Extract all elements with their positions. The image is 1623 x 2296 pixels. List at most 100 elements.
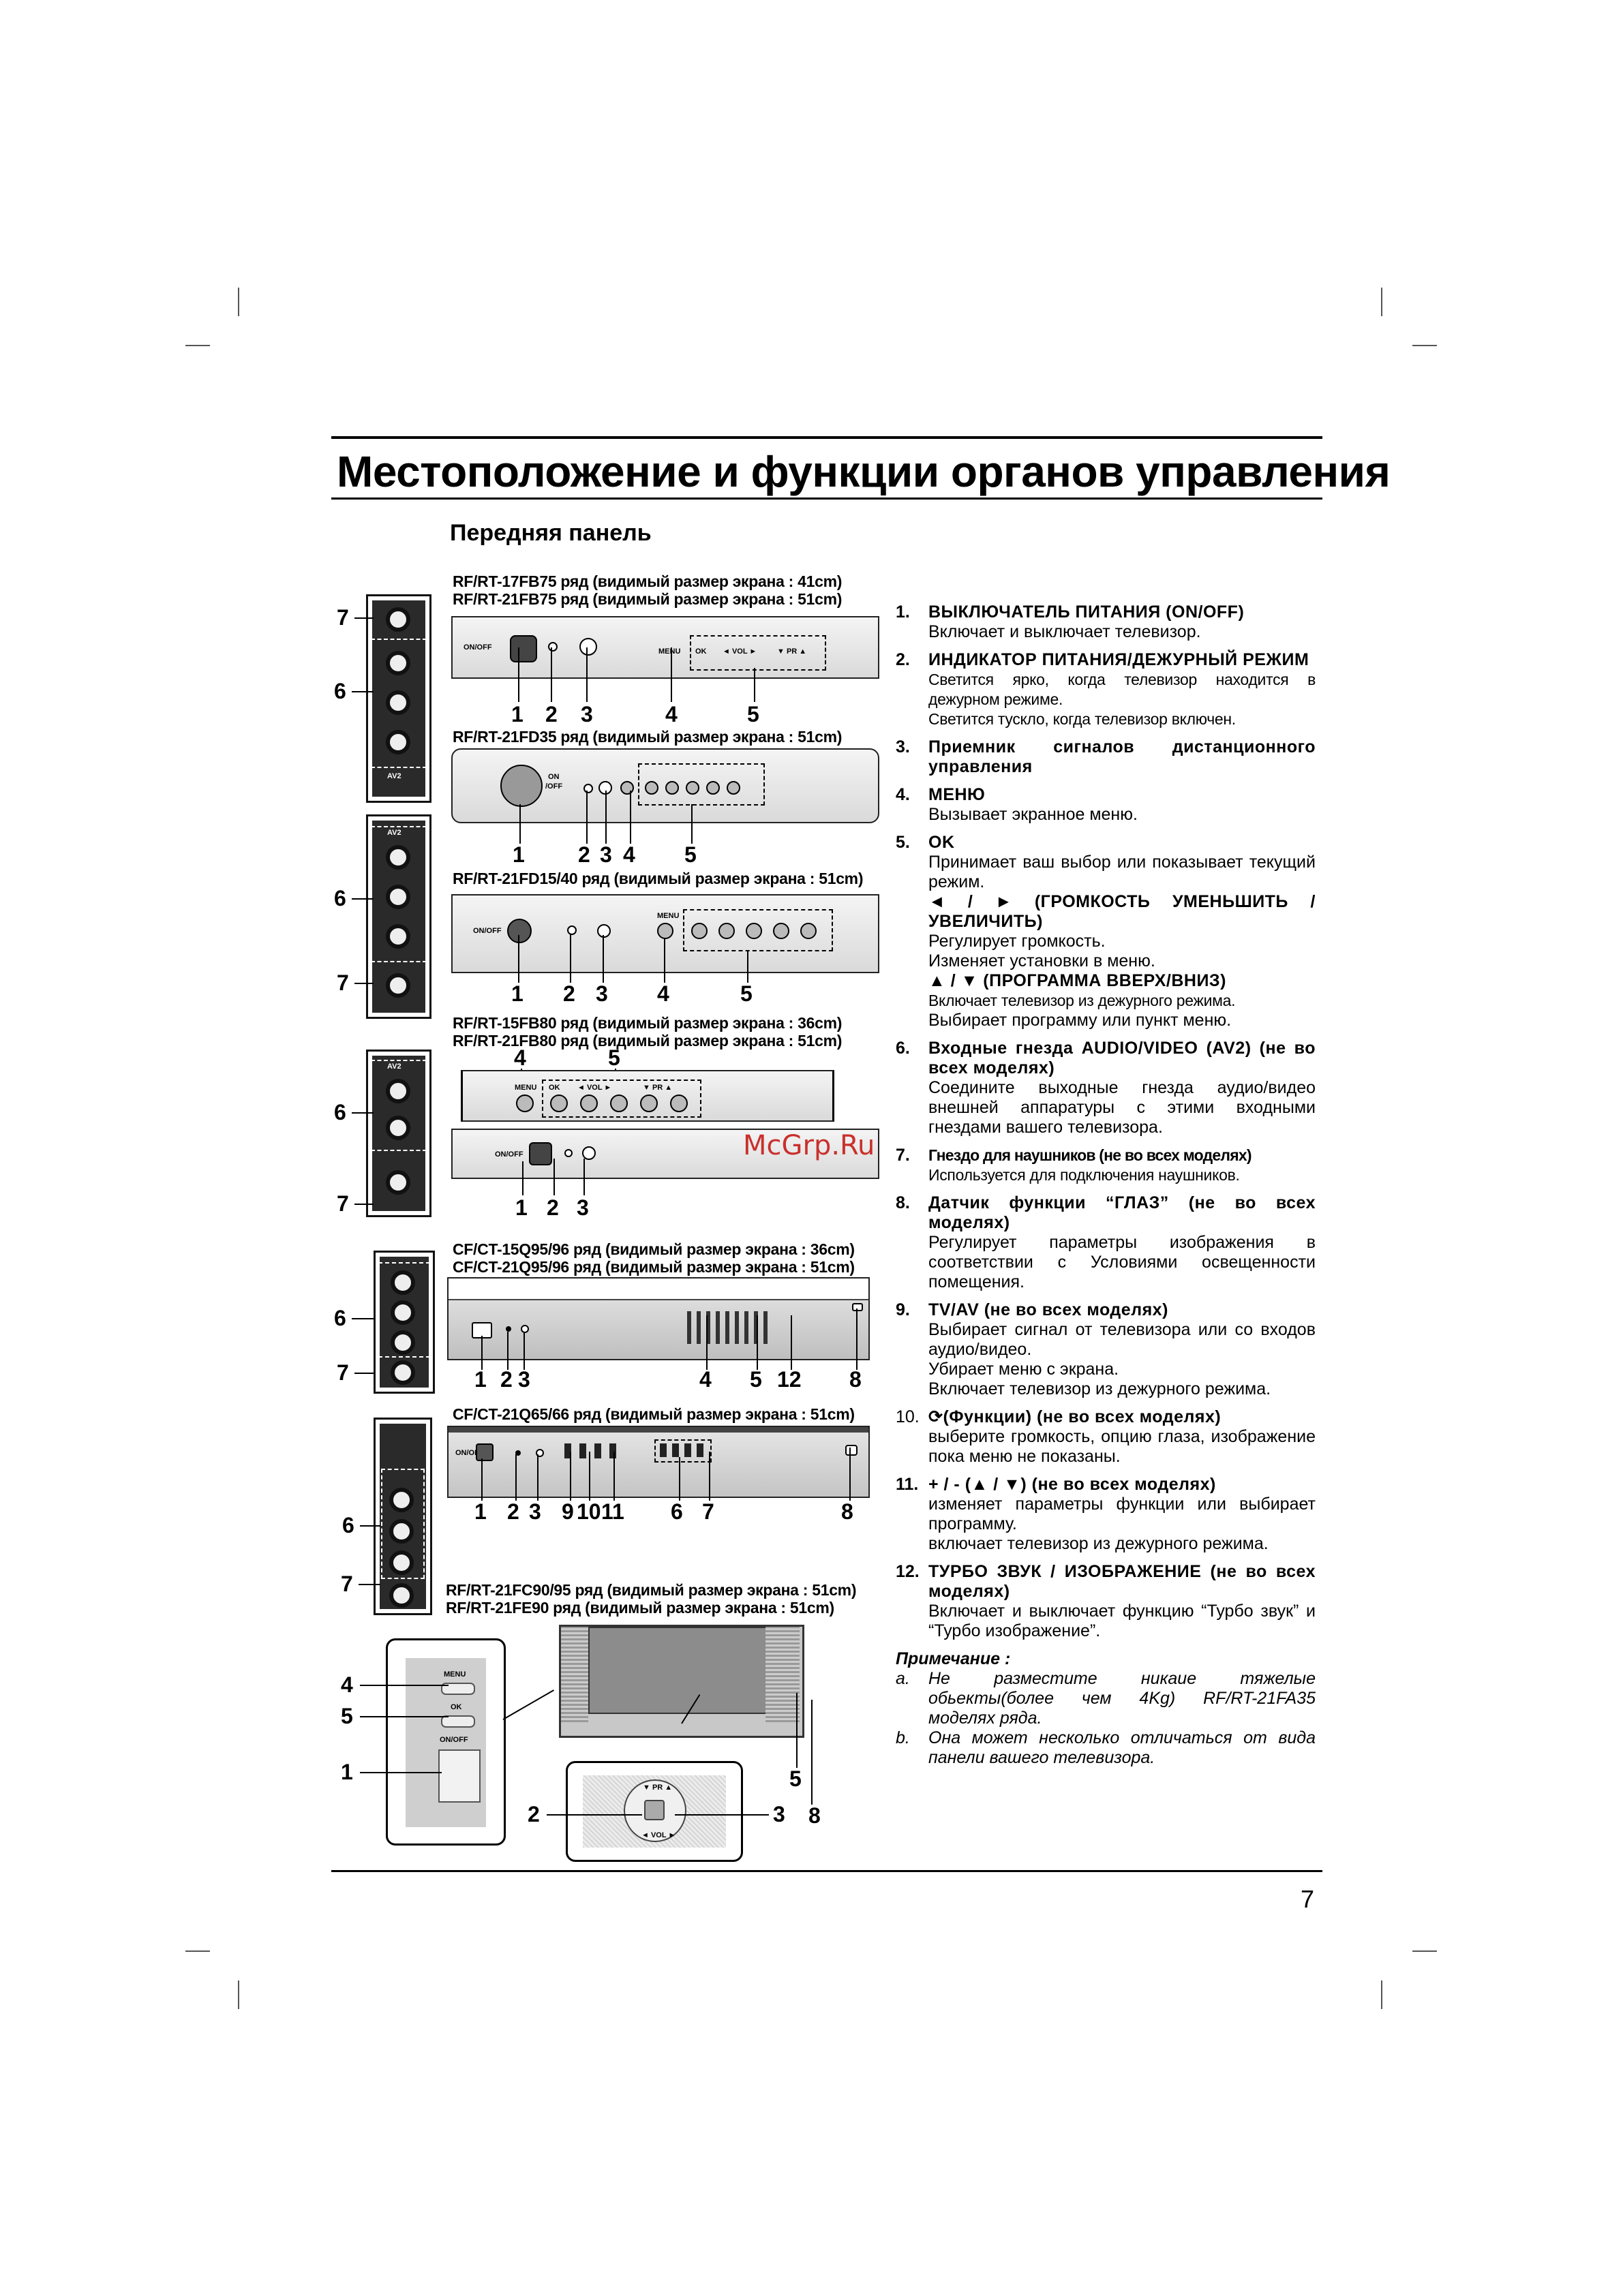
crop-mark <box>1381 1980 1382 2009</box>
power-button[interactable] <box>510 635 537 662</box>
power-button[interactable] <box>476 1443 494 1461</box>
control-pad-zoom: ▼ PR ▲ ◄ VOL ► <box>566 1761 743 1862</box>
pr-down-button[interactable] <box>773 923 789 939</box>
item-desc: изменяет параметры функции или выбирает … <box>928 1495 1316 1533</box>
remote-sensor <box>579 638 597 656</box>
leader-line <box>675 1814 769 1816</box>
front-panel-cf15q95 <box>447 1277 870 1360</box>
item-heading: Датчик функции “ГЛАЗ” (не во всех моделя… <box>928 1193 1316 1232</box>
audio-jack-r <box>386 690 410 715</box>
item-heading: МЕНЮ <box>928 785 986 804</box>
av-jack-group <box>381 1469 425 1579</box>
callout-10: 10 <box>577 1499 601 1524</box>
pr-down-button[interactable] <box>706 781 720 795</box>
vol-up-button[interactable] <box>746 923 762 939</box>
pr-up-button[interactable] <box>727 781 740 795</box>
control-buttons[interactable] <box>660 1443 708 1457</box>
menu-button[interactable] <box>441 1683 475 1695</box>
vol-down-button[interactable] <box>580 1095 598 1112</box>
item-heading: + / - (▲ / ▼) (не во всех моделях) <box>928 1475 1216 1494</box>
video-jack <box>391 1270 415 1295</box>
menu-button[interactable] <box>516 1095 534 1112</box>
leader-line <box>360 1772 442 1773</box>
on-label: ON <box>548 773 560 781</box>
item-desc: Используется для подключения наушников. <box>928 1166 1240 1184</box>
audio-jack-r <box>391 1330 415 1355</box>
pr-up-button[interactable] <box>800 923 817 939</box>
leader-line <box>524 1332 525 1370</box>
vol-up-button[interactable] <box>610 1095 628 1112</box>
callout-3: 3 <box>577 1195 589 1220</box>
menu-button[interactable] <box>657 923 673 939</box>
control-buttons-group <box>638 763 765 806</box>
vol-down-button[interactable] <box>665 781 679 795</box>
video-jack <box>386 845 410 870</box>
callout-3: 5 <box>789 1766 802 1791</box>
onoff-label: ON/OFF <box>440 1736 468 1744</box>
callout-4: 4 <box>341 1672 353 1697</box>
leader-line <box>481 1336 483 1370</box>
vol-up-button[interactable] <box>686 781 699 795</box>
leader-line <box>354 1373 374 1374</box>
callout-7: 7 <box>337 970 349 995</box>
av-jack-panel <box>374 1251 435 1394</box>
av-jack-panel: AV2 <box>366 594 431 803</box>
ok-label: OK <box>695 647 707 656</box>
page-number: 7 <box>1301 1885 1315 1913</box>
item-desc: Включает телевизор из дежурного режима. <box>928 1379 1271 1398</box>
vol-label: ◄ VOL ► <box>641 1831 676 1839</box>
ok-button[interactable] <box>645 781 658 795</box>
tvav-function-buttons[interactable] <box>564 1443 622 1458</box>
power-button[interactable] <box>438 1749 481 1803</box>
callout-6: 6 <box>334 1100 346 1124</box>
callout-7: 7 <box>337 605 349 630</box>
model-caption: RF/RT-15FB80 ряд (видимый размер экрана … <box>453 1014 843 1032</box>
control-buttons-group <box>654 1439 712 1463</box>
callout-1: 1 <box>511 702 524 726</box>
pr-down-button[interactable] <box>640 1095 658 1112</box>
power-indicator <box>564 1149 573 1157</box>
ok-button[interactable] <box>441 1715 475 1728</box>
headphone-jack <box>386 607 410 632</box>
callout-1: 1 <box>515 1195 528 1220</box>
leader-line <box>522 1161 524 1195</box>
pr-up-button[interactable] <box>670 1095 688 1112</box>
pr-label: ▼ PR ▲ <box>777 647 807 656</box>
callout-7: 7 <box>702 1499 714 1524</box>
audio-jack-r <box>389 1550 414 1575</box>
crop-mark <box>238 288 239 316</box>
item-desc: Светится тускло, когда телевизор включен… <box>928 710 1236 728</box>
menu-button[interactable] <box>620 781 634 795</box>
list-item: 3. Приемник сигналов дистанционного упра… <box>896 737 1316 776</box>
power-button[interactable] <box>472 1322 492 1338</box>
leader-line <box>679 1457 680 1501</box>
ok-button[interactable] <box>691 923 708 939</box>
callout-1: 1 <box>474 1367 487 1392</box>
leader-line <box>551 647 552 702</box>
leader-line <box>754 668 755 702</box>
leader-line <box>570 934 571 983</box>
list-item: 4. МЕНЮ Вызывает экранное меню. <box>896 785 1316 825</box>
ok-button[interactable] <box>550 1095 568 1112</box>
power-indicator <box>548 642 558 652</box>
model-caption: RF/RT-21FE90 ряд (видимый размер экрана … <box>446 1599 834 1617</box>
callout-1: 1 <box>474 1499 487 1524</box>
power-button[interactable] <box>529 1142 552 1165</box>
item-desc: Выбирает программу или пункт меню. <box>928 1011 1232 1030</box>
center-button[interactable] <box>644 1800 665 1820</box>
callout-5: 5 <box>750 1367 762 1392</box>
callout-6: 6 <box>671 1499 683 1524</box>
leader-line <box>630 791 631 844</box>
power-button[interactable] <box>507 919 532 943</box>
item-desc: включает телевизор из дежурного режима. <box>928 1534 1269 1553</box>
item-subheading: ◄ / ► (ГРОМКОСТЬ УМЕНЬШИТЬ / УВЕЛИЧИТЬ) <box>928 892 1316 931</box>
leader-line <box>360 1525 380 1527</box>
power-button[interactable] <box>500 765 543 807</box>
callout-3: 3 <box>581 702 593 726</box>
video-jack <box>386 730 410 754</box>
vol-down-button[interactable] <box>718 923 735 939</box>
list-item: 10. ⟳(Функции) (не во всех моделях) выбе… <box>896 1407 1316 1466</box>
item-desc: Включает и выключает функцию “Турбо звук… <box>928 1602 1316 1640</box>
front-panel-rf21fd15: ON/OFF MENU <box>451 894 879 973</box>
leader-line <box>547 1814 642 1816</box>
